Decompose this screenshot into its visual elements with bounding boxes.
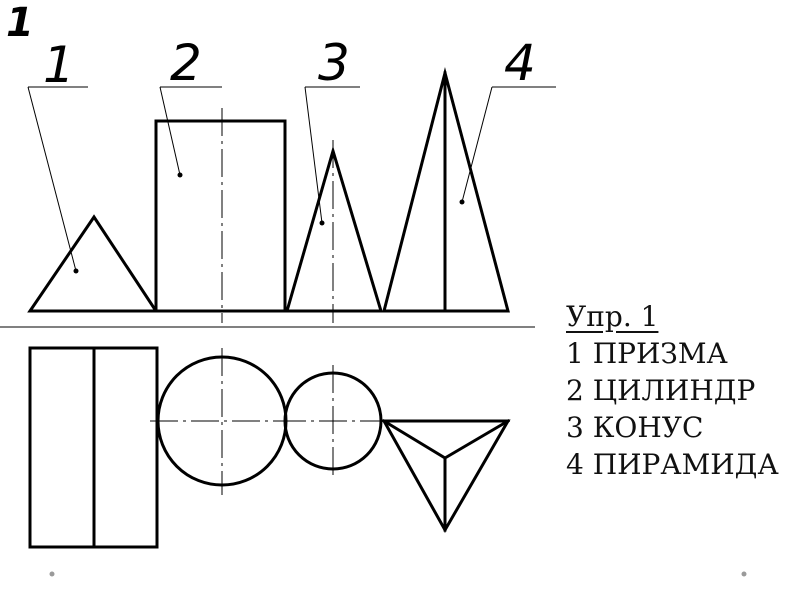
leader-line-4 <box>461 86 493 203</box>
callout-number-2: 2 <box>170 34 202 92</box>
sheet-number: 1 <box>6 0 34 46</box>
leader-dot-2 <box>177 172 183 178</box>
leader-line-1 <box>27 86 77 272</box>
legend-item-cone: 3 КОНУС <box>566 411 704 444</box>
front-view <box>27 67 510 323</box>
callout-number-4: 4 <box>504 34 536 92</box>
top-view <box>28 346 511 549</box>
cylinder-front-view <box>154 119 287 313</box>
pyramid-top-view <box>381 419 511 534</box>
leader-line-2 <box>159 86 181 176</box>
cone-front-view <box>285 145 384 313</box>
leader-line-3 <box>304 86 323 224</box>
leader-dot-3 <box>319 220 325 226</box>
callout-number-1: 1 <box>43 36 75 94</box>
legend-title: Упр. 1 <box>566 300 659 333</box>
page-dot-right <box>741 571 747 577</box>
legend-item-cylinder: 2 ЦИЛИНДР <box>566 374 756 407</box>
callouts: 1 2 3 4 <box>27 34 556 274</box>
page-dot-left <box>49 571 55 577</box>
legend: Упр. 1 1 ПРИЗМА 2 ЦИЛИНДР 3 КОНУС 4 ПИРА… <box>566 298 779 483</box>
pyramid-top-edge-1 <box>381 418 448 461</box>
legend-item-pyramid: 4 ПИРАМИДА <box>566 448 779 481</box>
leader-dot-1 <box>73 268 79 274</box>
prism-front-view <box>27 214 159 313</box>
callout-number-3: 3 <box>318 34 350 92</box>
legend-item-prism: 1 ПРИЗМА <box>566 337 728 370</box>
pyramid-top-edge-2 <box>442 418 511 461</box>
leader-dot-4 <box>459 199 465 205</box>
